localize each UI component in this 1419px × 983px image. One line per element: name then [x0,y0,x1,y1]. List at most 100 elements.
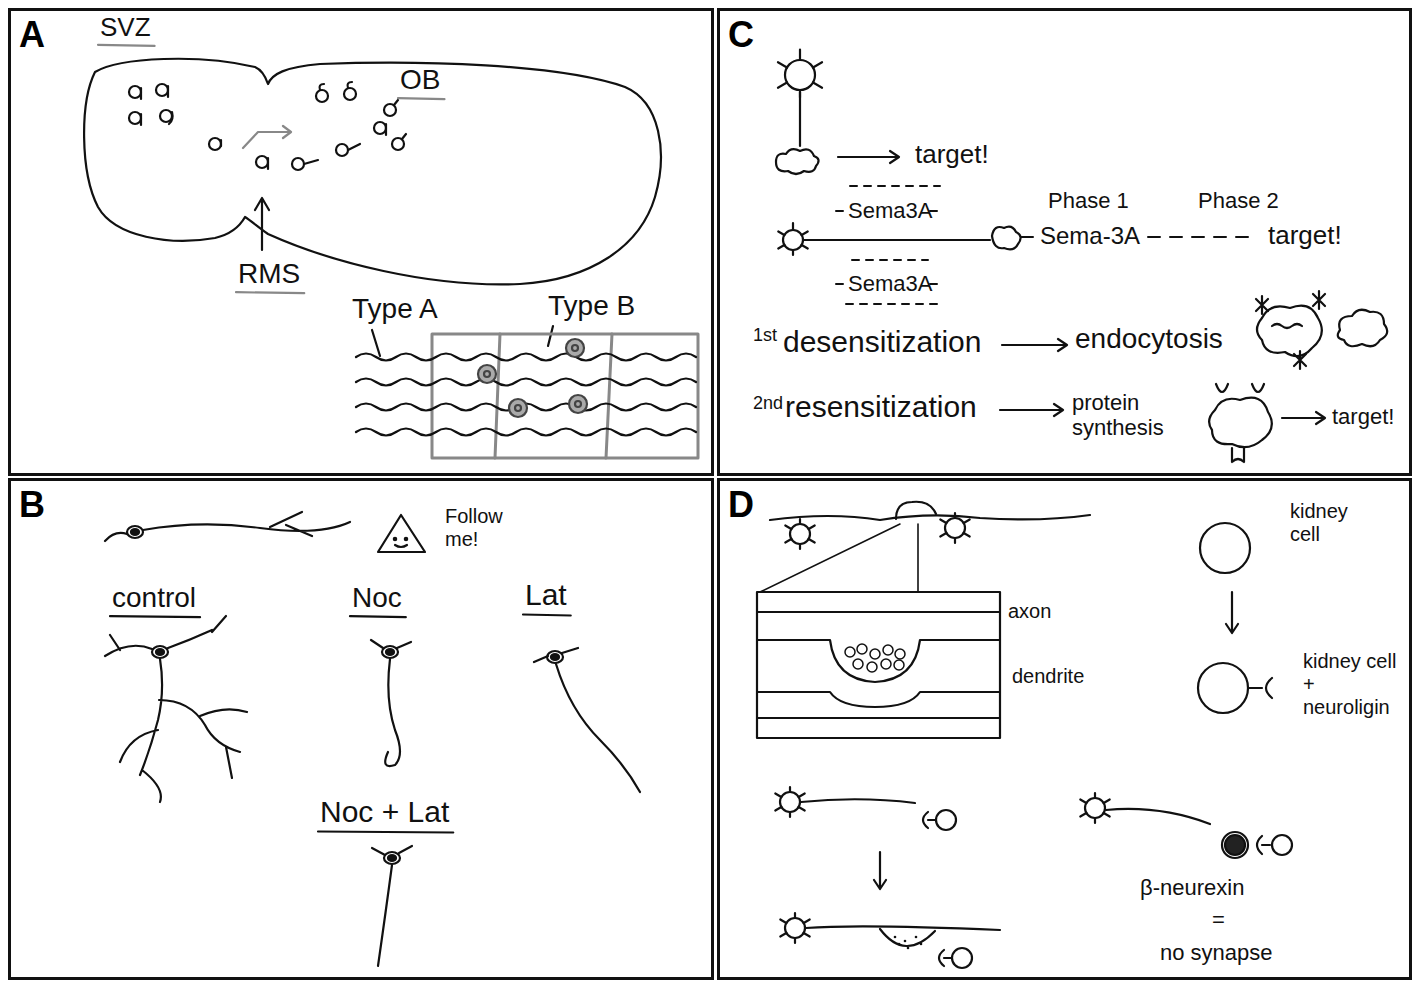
wavy-fibres [356,429,696,436]
neuron-soma [1085,798,1105,818]
neuron-soma-dark [384,852,400,864]
glial-tube-grid [495,334,500,458]
annotation-text: Lat [525,578,567,613]
neuroblast-cells [160,110,172,122]
annotation-text: target! [1268,221,1342,251]
migrating-cells [509,399,527,417]
brain-sagittal [84,59,661,285]
neuroblast-cells [292,158,318,170]
synapse-zoom-box [757,592,1000,738]
neuron-soma [785,519,814,549]
neuron-soma [790,524,810,544]
neuroblast-cells [316,90,328,102]
synaptic-vesicles [870,649,880,659]
annotation-text: β-neurexin [1140,875,1244,900]
neuroblast-cells [344,82,356,100]
desensitized-cone [1256,291,1325,369]
neuron-soma-dark [382,646,398,658]
axon [801,799,915,803]
desensitized-cone [1294,351,1306,369]
stipple [920,943,923,946]
kidney-cell-neuroligin [939,948,972,968]
neuron-soma-dark [152,646,168,658]
desensitized-cone [1313,291,1325,309]
migrating-cells [566,339,584,357]
neurexin-blob [1225,835,1245,855]
synapse-zoom-box [757,717,1000,719]
annotation-text: = [1212,907,1225,932]
kidney-cell-neuroligin [952,948,972,968]
synaptic-vesicles [883,645,893,655]
zoom-lines [760,524,900,592]
neuron-soma [940,513,969,543]
annotation-text: target! [915,140,989,170]
axon [799,92,801,146]
annotation-text: axon [1008,600,1051,623]
wavy-fibres [356,354,696,361]
arrow [1000,404,1063,416]
guidance-cue-triangle [378,515,425,552]
neuron-soma-dark [156,649,164,655]
axon [770,515,1090,520]
zoom-lines [760,524,918,592]
guidance-cue-triangle [394,538,396,540]
neuron-soma-dark [127,526,143,538]
migrating-cells [515,405,521,411]
synapse-zoom-box [757,592,1000,738]
kidney-cell-neuroligin [936,810,956,830]
synaptic-vesicles [895,649,905,659]
neuroblast-cells [348,82,353,88]
neuroblast-cells [256,156,268,168]
stipple [915,936,918,939]
neuroblast-cells [167,86,169,97]
arrow [1002,339,1067,351]
neurite [105,512,350,541]
gradient-dashes [850,185,940,187]
panel-letter: A [11,11,45,55]
neuroblast-cells [129,82,406,170]
annotation-text: Noc [352,582,402,614]
migrating-cells [478,339,587,417]
annotation-text: Type B [548,290,635,322]
neuron-soma [1080,793,1109,823]
neuroblast-cells [374,122,386,135]
target-cloud [1338,310,1387,347]
migrating-cells [569,395,587,413]
neuroblast-cells [267,158,269,169]
neuroblast-cells [385,124,387,135]
underline [98,45,155,46]
migration-arrow [243,126,291,148]
annotation-text: Phase 2 [1198,188,1279,213]
resensitized-cone [1216,384,1228,392]
guidance-cue-triangle [378,515,425,552]
kidney-cell-neuroligin [1248,678,1272,698]
annotation-text: 1st [753,325,777,346]
presynaptic-bouton [880,929,935,946]
neuroblast-cells [336,144,348,156]
underline [523,615,571,616]
neuroblast-cells [394,100,398,105]
neuron-soma [778,50,822,98]
kidney-cell-neuroligin [1198,663,1272,713]
neuron-soma-dark [386,649,394,655]
annotation-text: no synapse [1160,940,1273,965]
neuroblast-cells [156,84,168,96]
kidney-cell-neuroligin [1272,835,1292,855]
wavy-fibres [356,354,696,436]
neuron-soma [783,230,803,250]
arrow [874,852,886,889]
migrating-cells [572,345,578,351]
synaptic-vesicles [845,647,855,657]
migrating-cells [478,365,496,383]
neuron-soma [940,513,969,543]
panel: D [717,478,1412,980]
annotation-text: resensitization [785,390,977,425]
neuroblast-cells [156,84,168,97]
arrow [1226,592,1238,633]
stipple [894,936,897,939]
leader-lines [372,330,380,356]
neuroblast-cells [220,140,222,146]
desensitized-cone [1257,306,1322,357]
gradient-dashes [1021,236,1033,238]
